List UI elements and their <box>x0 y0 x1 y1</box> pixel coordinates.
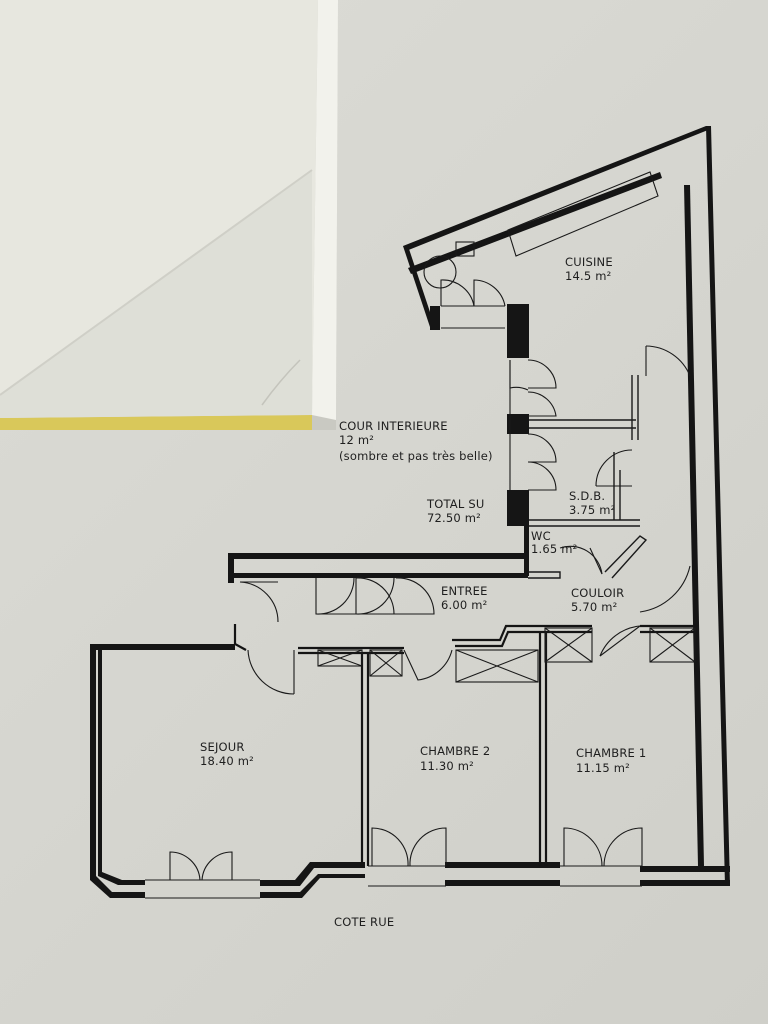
couloir-area: 5.70 m² <box>571 600 617 614</box>
cour-area: 12 m² <box>339 433 374 447</box>
cuisine-area: 14.5 m² <box>565 269 611 283</box>
room-labels: CUISINE 14.5 m² COUR INTERIEURE 12 m² (s… <box>200 255 646 929</box>
window-boxes <box>317 171 696 683</box>
entree-area: 6.00 m² <box>441 598 487 612</box>
couloir-name: COULOIR <box>571 586 624 600</box>
interior-walls <box>233 375 696 866</box>
sejour-area: 18.40 m² <box>200 754 254 768</box>
outer-walls <box>90 126 730 898</box>
total-name: TOTAL SU <box>426 497 484 511</box>
total-area: 72.50 m² <box>427 511 481 525</box>
door-swings <box>145 255 691 899</box>
entree-name: ENTREE <box>441 584 488 598</box>
cour-name: COUR INTERIEURE <box>339 419 448 433</box>
cour-note: (sombre et pas très belle) <box>339 449 493 463</box>
paper-folder <box>0 0 338 430</box>
sdb-name: S.D.B. <box>569 489 605 503</box>
chambre2-name: CHAMBRE 2 <box>420 744 490 758</box>
sdb-area: 3.75 m² <box>569 503 615 517</box>
cuisine-name: CUISINE <box>565 255 613 269</box>
chambre1-area: 11.15 m² <box>576 761 630 775</box>
wc-name: WC <box>531 529 551 543</box>
street-label: COTE RUE <box>334 915 394 929</box>
wc-area: 1.65 m² <box>531 542 577 556</box>
chambre2-area: 11.30 m² <box>420 759 474 773</box>
sejour-name: SEJOUR <box>200 740 245 754</box>
chambre1-name: CHAMBRE 1 <box>576 746 646 760</box>
